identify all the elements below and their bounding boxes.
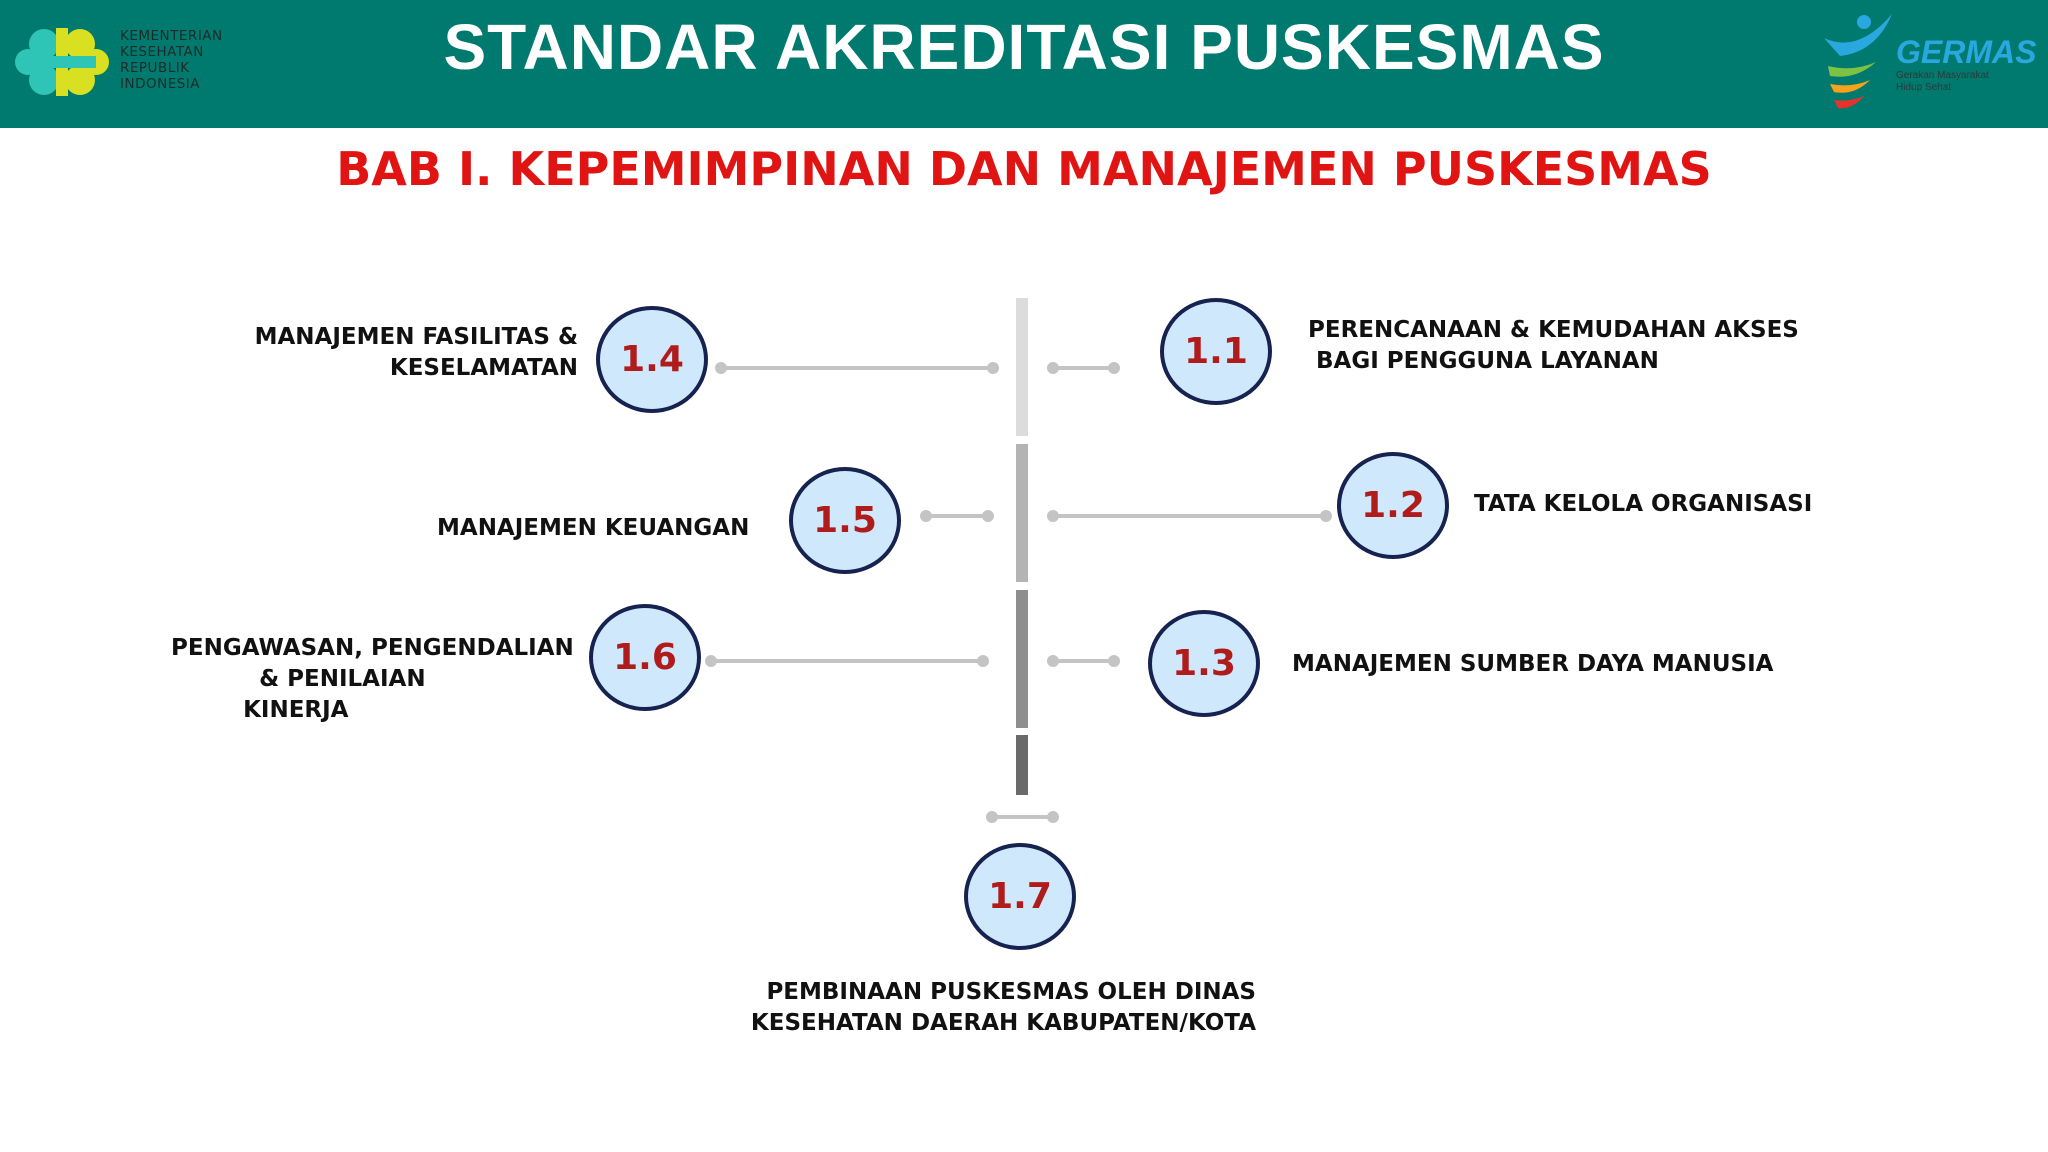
connector-1-2	[1047, 510, 1332, 522]
node-number: 1.7	[988, 876, 1052, 917]
node-1-1-label: PERENCANAAN & KEMUDAHAN AKSES BAGI PENGG…	[1308, 317, 1799, 374]
ministry-line-4: INDONESIA	[120, 76, 201, 92]
node-1-4-label: MANAJEMEN FASILITAS & KESELAMATAN	[254, 324, 578, 381]
node-1-3-label: MANAJEMEN SUMBER DAYA MANUSIA	[1292, 651, 1774, 677]
node-1-1: 1.1	[1160, 298, 1272, 405]
ministry-line-3: REPUBLIK	[120, 60, 190, 76]
germas-tagline-line-2: Hidup Sehat	[1896, 82, 1952, 93]
connector-1-1	[1047, 362, 1120, 374]
germas-tagline: Gerakan Masyarakat Hidup Sehat	[1896, 70, 1989, 94]
connector-1-3	[1047, 655, 1120, 667]
node-number: 1.2	[1361, 485, 1425, 526]
node-number: 1.5	[813, 500, 877, 541]
ministry-line-2: KESEHATAN	[120, 44, 204, 60]
kemkes-logo-icon	[15, 28, 109, 96]
germas-logo-icon	[1824, 14, 1892, 109]
node-1-2-label: TATA KELOLA ORGANISASI	[1474, 491, 1813, 517]
spine-segment-2	[1016, 444, 1028, 582]
germas-wordmark: GERMAS	[1896, 34, 2037, 70]
connector-1-4	[715, 362, 999, 374]
spine-segment-4	[1016, 735, 1028, 795]
chapter-title: BAB I. KEPEMIMPINAN DAN MANAJEMEN PUSKES…	[336, 142, 1712, 196]
node-1-3: 1.3	[1148, 610, 1260, 717]
node-1-7: 1.7	[964, 843, 1076, 950]
spine-segment-1	[1016, 298, 1028, 436]
node-number: 1.3	[1172, 643, 1236, 684]
node-1-7-label: PEMBINAAN PUSKESMAS OLEH DINAS KESEHATAN…	[750, 979, 1256, 1036]
node-1-2: 1.2	[1337, 452, 1449, 559]
ministry-line-1: KEMENTERIAN	[120, 28, 223, 44]
node-number: 1.4	[620, 339, 684, 380]
ministry-name: KEMENTERIAN KESEHATAN REPUBLIK INDONESIA	[120, 28, 223, 92]
node-1-6-label: PENGAWASAN, PENGENDALIAN & PENILAIAN KIN…	[171, 635, 574, 723]
node-1-5: 1.5	[789, 467, 901, 574]
header-bar: KEMENTERIAN KESEHATAN REPUBLIK INDONESIA…	[0, 0, 2048, 128]
node-1-6: 1.6	[589, 604, 701, 711]
spine-segment-3	[1016, 590, 1028, 728]
page-title: STANDAR AKREDITASI PUSKESMAS	[443, 11, 1605, 83]
germas-tagline-line-1: Gerakan Masyarakat	[1896, 70, 1989, 81]
node-1-5-label: MANAJEMEN KEUANGAN	[437, 515, 750, 541]
central-spine	[1016, 298, 1028, 795]
connector-1-6	[705, 655, 989, 667]
node-number: 1.6	[613, 637, 677, 678]
connector-1-5	[920, 510, 994, 522]
connector-1-7	[986, 811, 1059, 823]
node-1-4: 1.4	[596, 306, 708, 413]
node-number: 1.1	[1184, 331, 1248, 372]
